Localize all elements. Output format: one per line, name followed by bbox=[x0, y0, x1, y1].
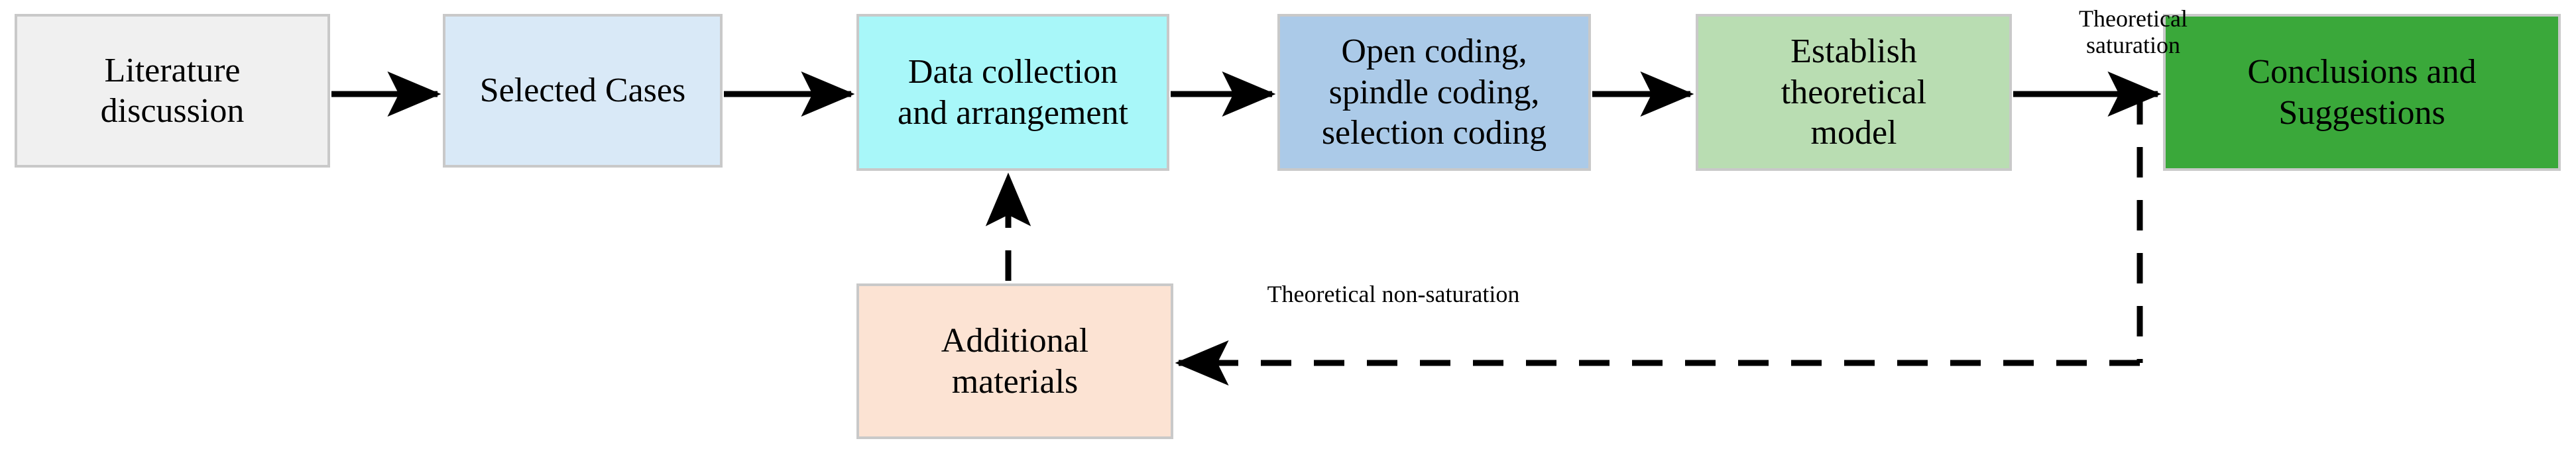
edge-label-theoretical-non-saturation: Theoretical non-saturation bbox=[1267, 281, 1520, 307]
node-data-collection-and-arrangement[interactable]: Data collection and arrangement bbox=[856, 14, 1169, 171]
node-establish-theoretical-model[interactable]: Establish theoretical model bbox=[1696, 14, 2012, 171]
node-open-spindle-selection-coding[interactable]: Open coding, spindle coding, selection c… bbox=[1277, 14, 1591, 171]
edge-label-theoretical-saturation: Theoretical saturation bbox=[2079, 5, 2188, 59]
node-additional-materials[interactable]: Additional materials bbox=[856, 283, 1173, 439]
node-literature-discussion[interactable]: Literature discussion bbox=[15, 14, 330, 168]
node-selected-cases[interactable]: Selected Cases bbox=[443, 14, 723, 168]
node-conclusions-and-suggestions[interactable]: Conclusions and Suggestions bbox=[2163, 14, 2561, 171]
